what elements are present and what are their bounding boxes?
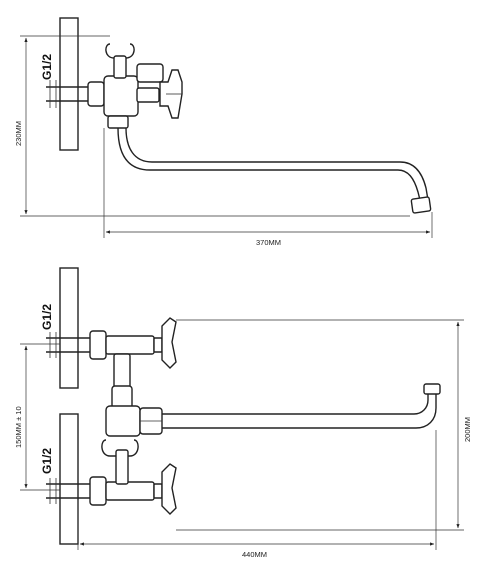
inlet-connection-lower xyxy=(46,463,177,515)
spacing-dimension: 150MM ± 10 xyxy=(14,343,60,491)
wall-connection-top xyxy=(46,80,105,108)
front-view: G1/2 G1/2 150MM ± 10 200MM 440MM xyxy=(14,267,472,559)
length-dimension-front: 440MM xyxy=(77,430,437,559)
spout-top xyxy=(117,127,421,201)
spout-front xyxy=(162,392,429,415)
thread-label-top: G1/2 xyxy=(40,54,54,80)
wall-section-upper xyxy=(59,267,79,389)
height-dimension-top: 230MM xyxy=(14,35,410,217)
top-view: G1/2 230MM 370MM xyxy=(14,17,433,247)
wall-section-top xyxy=(59,17,79,151)
thread-label-upper: G1/2 xyxy=(40,304,54,330)
height-label-front: 200MM xyxy=(463,417,472,442)
height-label-top: 230MM xyxy=(14,121,23,146)
height-dimension-front: 200MM xyxy=(176,319,472,531)
spout-aerator-front xyxy=(423,383,441,395)
wall-section-lower xyxy=(59,413,79,545)
length-dimension-top: 370MM xyxy=(103,128,433,247)
faucet-body-top xyxy=(103,43,183,129)
inlet-connection-upper xyxy=(46,317,177,369)
spout-aerator-top xyxy=(410,196,432,214)
thread-label-lower: G1/2 xyxy=(40,448,54,474)
spacing-label: 150MM ± 10 xyxy=(14,406,23,448)
faucet-body-front xyxy=(101,353,163,485)
length-label-front: 440MM xyxy=(242,550,267,559)
length-label-top: 370MM xyxy=(256,238,281,247)
